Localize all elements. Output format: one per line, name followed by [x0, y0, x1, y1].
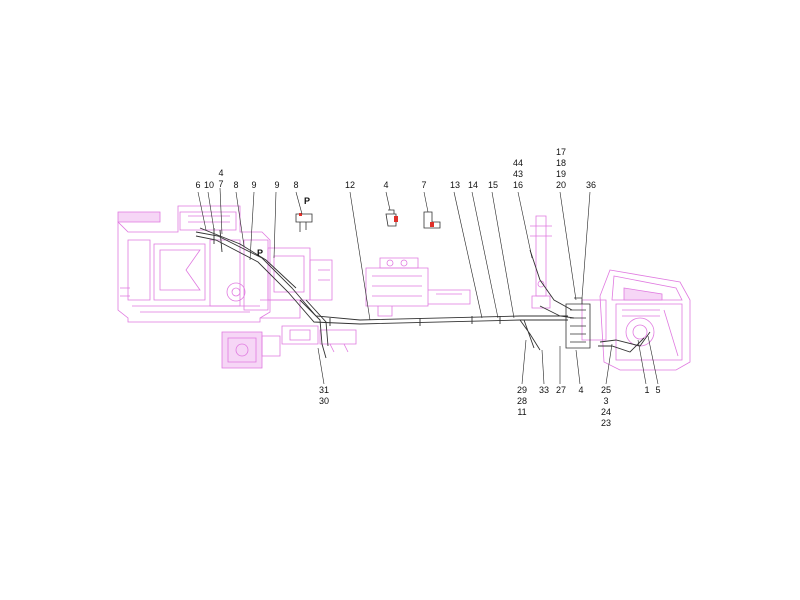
- detail-part-7: [423, 211, 441, 229]
- callout-1: 1: [644, 385, 649, 395]
- callout-33: 33: [539, 385, 549, 395]
- right-cab-outline: [581, 269, 691, 371]
- main-hose-bundle: [195, 227, 651, 359]
- marker-p-mid: P: [257, 248, 263, 258]
- callout-8b: 8: [293, 180, 298, 190]
- callout-7: 7: [421, 180, 426, 190]
- callout-5: 5: [655, 385, 660, 395]
- control-valve-block: [565, 297, 591, 349]
- callout-8a: 8: [233, 180, 238, 190]
- callout-4b: 4: [383, 180, 388, 190]
- centre-valve-assembly: [365, 257, 471, 317]
- leader-lines: [197, 187, 659, 385]
- callout-13: 13: [450, 180, 460, 190]
- vertical-cylinder: [530, 215, 552, 309]
- lower-left-assembly: [221, 325, 357, 369]
- callout-6: 6: [195, 180, 200, 190]
- callout-14: 14: [468, 180, 478, 190]
- left-chassis-outline: [117, 205, 333, 323]
- callout-15: 15: [488, 180, 498, 190]
- detail-part-4: [385, 209, 398, 227]
- detail-part-8-p: [295, 213, 313, 232]
- callout-12: 12: [345, 180, 355, 190]
- callout-10: 10: [204, 180, 214, 190]
- marker-p-top: P: [304, 196, 310, 206]
- callout-9a: 9: [251, 180, 256, 190]
- callout-4c: 4: [578, 385, 583, 395]
- callout-27: 27: [556, 385, 566, 395]
- callout-36: 36: [586, 180, 596, 190]
- callout-9b: 9: [274, 180, 279, 190]
